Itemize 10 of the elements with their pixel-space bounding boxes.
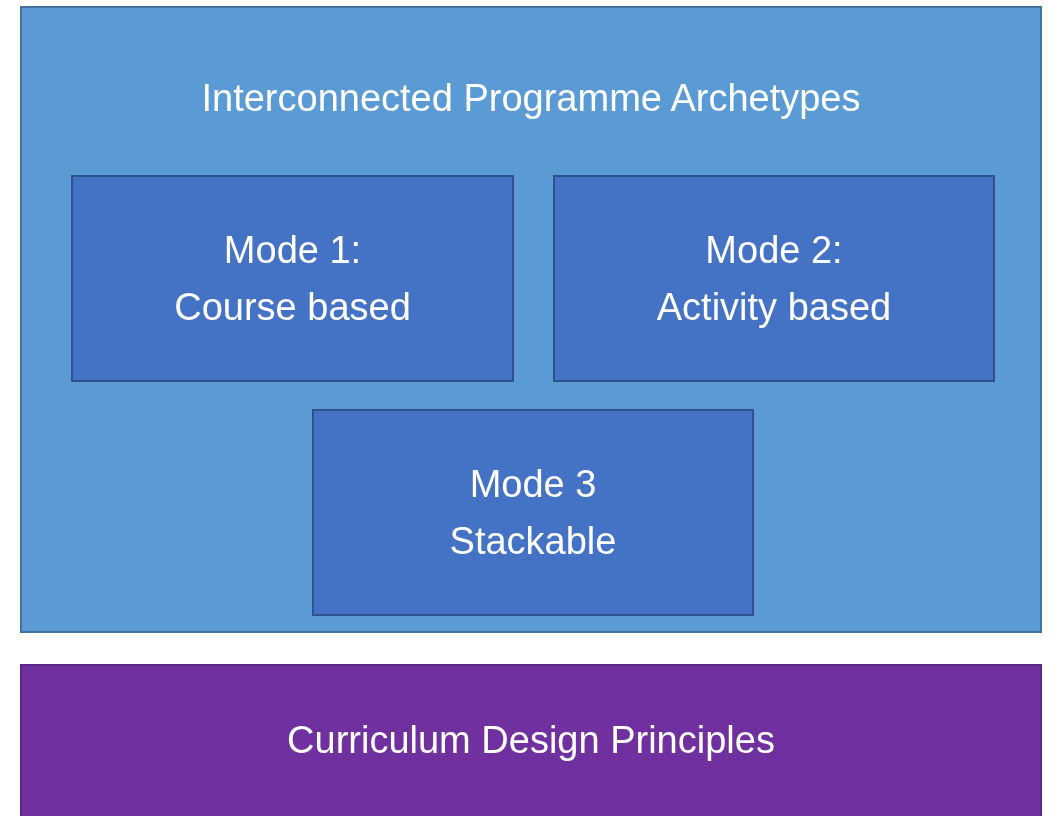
box-label: Mode 3 Stackable <box>448 461 618 564</box>
process-box <box>553 175 995 382</box>
box-label: Curriculum Design Principles <box>286 718 776 763</box>
process-box <box>312 409 754 616</box>
foundation-bar <box>20 664 1042 816</box>
container-panel <box>20 6 1042 633</box>
panel-title: Interconnected Programme Archetypes <box>200 76 862 121</box>
box-label: Mode 2: Activity based <box>655 227 893 330</box>
box-label: Mode 1: Course based <box>173 227 412 330</box>
process-box <box>71 175 514 382</box>
